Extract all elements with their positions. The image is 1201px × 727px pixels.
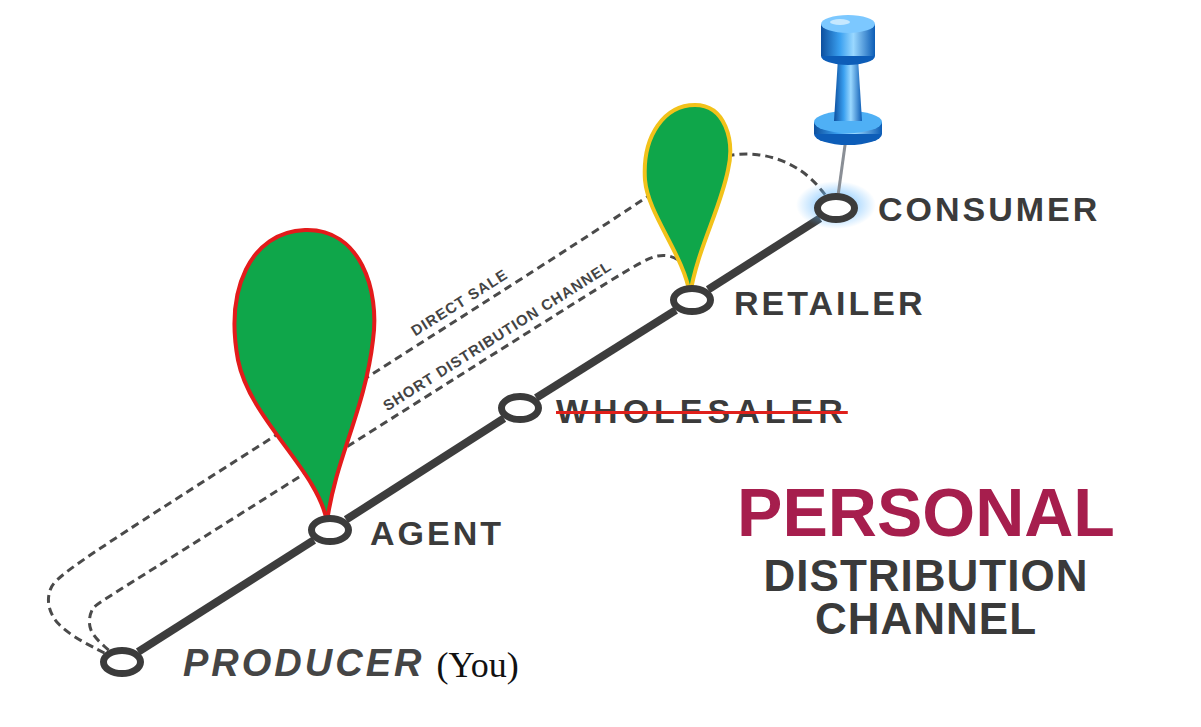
diagram-title: PERSONAL (706, 478, 1146, 546)
station-label: RETAILER (734, 285, 925, 322)
channel-line (708, 218, 820, 289)
station-ring (100, 647, 144, 677)
station-node: RETAILER (670, 285, 714, 315)
station-ring (814, 193, 858, 223)
station-label: AGENT (370, 515, 504, 552)
station-ring (308, 515, 352, 545)
title-subline: DISTRIBUTION CHANNEL (706, 546, 1146, 640)
channel-line (346, 418, 504, 519)
channel-line (536, 310, 676, 398)
push-pin (814, 15, 882, 203)
channel-line (138, 540, 314, 652)
station-ring (498, 393, 542, 423)
station-label: PRODUCER (183, 643, 424, 685)
station-ring (670, 285, 714, 315)
station-node: PRODUCER(You) (100, 647, 144, 677)
station-label: WHOLESALER (556, 393, 848, 430)
dashed-route (89, 255, 689, 650)
station-node: CONSUMER (814, 193, 858, 223)
map-pin-yellow (645, 105, 730, 295)
map-pin-red (235, 230, 375, 522)
station-note: (You) (436, 646, 518, 686)
title-block: PERSONALDISTRIBUTION CHANNEL (706, 478, 1146, 640)
station-node: AGENT (308, 515, 352, 545)
station-node: WHOLESALER (498, 393, 542, 423)
station-label: CONSUMER (878, 191, 1100, 228)
pin-glow (796, 181, 876, 229)
